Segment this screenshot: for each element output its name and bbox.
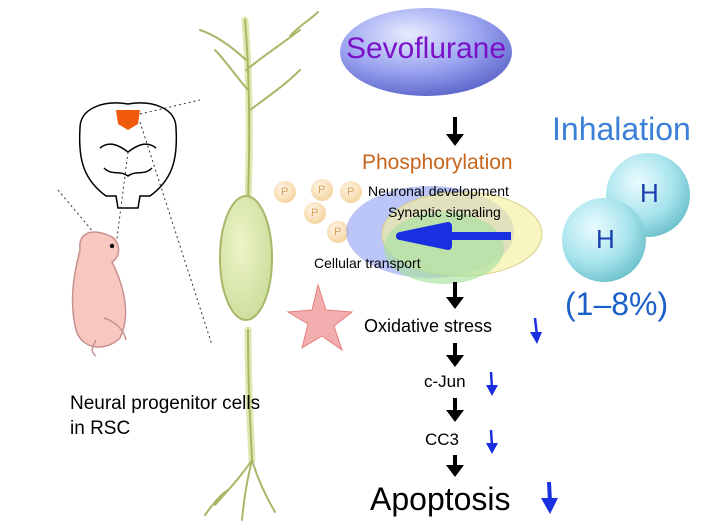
phosphate-label: P: [334, 226, 342, 238]
brain-section: [78, 102, 178, 209]
neuron-soma: [219, 195, 273, 321]
decrease-arrows: [486, 317, 558, 514]
oxidative-stress-label: Oxidative stress: [364, 316, 493, 336]
phosphate-label: P: [281, 186, 289, 198]
phosphate-label: P: [347, 186, 355, 198]
cells-label-line2: in RSC: [70, 418, 131, 439]
sevoflurane-oval: [340, 8, 512, 96]
sevoflurane-label: Sevoflurane: [345, 32, 507, 65]
neuron: [199, 11, 319, 521]
hydrogen-label: H: [640, 178, 659, 208]
cjun-label: c-Jun: [424, 372, 466, 391]
neuronal-development-label: Neuronal development: [368, 183, 509, 199]
hydrogen-label: H: [596, 224, 615, 254]
cellular-transport-label: Cellular transport: [314, 255, 421, 271]
phosphorylation-label: Phosphorylation: [362, 151, 513, 174]
phosphate-label: P: [318, 184, 326, 196]
concentration-label: (1–8%): [565, 286, 669, 322]
rsc-region: [116, 110, 140, 130]
oxidative-stress-burst: [286, 283, 354, 352]
apoptosis-label: Apoptosis: [370, 481, 511, 517]
synaptic-signaling-label: Synaptic signaling: [388, 204, 501, 220]
cascade-arrows: [446, 117, 464, 477]
inhalation-label: Inhalation: [552, 111, 691, 147]
phosphate-group: [274, 179, 362, 243]
cc3-label: CC3: [425, 430, 460, 449]
cells-label-line1: Neural progenitor cells: [70, 393, 261, 414]
phosphate-label: P: [311, 207, 319, 219]
inhibition-arrow: [396, 222, 511, 250]
mouse-pup: [71, 231, 127, 357]
hydrogen-sphere-2: [562, 198, 646, 282]
pup-eye: [109, 243, 115, 249]
pointer-lines: [57, 99, 213, 346]
